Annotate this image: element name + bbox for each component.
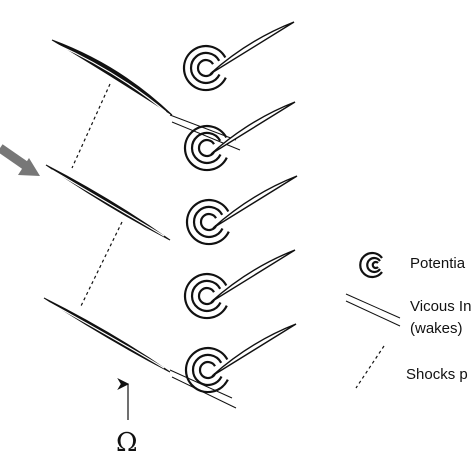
stator-airfoil [210, 101, 296, 155]
potential-ring [197, 138, 216, 158]
potential-ring [191, 353, 223, 387]
stator-blade-1 [182, 21, 295, 92]
rotor-blade-2 [45, 164, 171, 241]
potential-ring [198, 360, 217, 380]
potential-ring [182, 44, 227, 92]
stator-row [182, 21, 298, 394]
potential-interaction-icon [359, 251, 383, 279]
potential-ring [189, 51, 221, 85]
potential-ring [192, 205, 224, 239]
stator-blade-5 [184, 323, 297, 394]
potential-ring [196, 58, 215, 78]
shock-dashed-icon [355, 345, 385, 389]
stator-blade-2 [183, 101, 296, 172]
stator-blade-3 [185, 175, 298, 246]
rotation-symbol: Ω [116, 428, 138, 458]
rotor-blade-3 [43, 297, 171, 373]
stator-airfoil [212, 175, 298, 229]
potential-ring [185, 198, 230, 246]
potential-ring [199, 212, 218, 232]
viscous-wake-icon [345, 293, 401, 327]
stator-airfoil [211, 323, 297, 377]
potential-ring [183, 124, 228, 172]
stator-airfoil [210, 249, 296, 303]
stator-blade-4 [183, 249, 296, 320]
potential-ring [190, 131, 222, 165]
inflow-arrow-icon [0, 144, 40, 176]
legend-wakes-label: (wakes) [410, 320, 463, 337]
potential-ring [184, 346, 229, 394]
potential-ring [183, 272, 228, 320]
potential-ring [190, 279, 222, 313]
legend-viscous-label: Vicous In [410, 298, 472, 315]
stator-airfoil [209, 21, 295, 75]
legend-potential-label: Potentia [410, 255, 466, 272]
legend-shocks-label: Shocks p [406, 366, 468, 383]
potential-ring [197, 286, 216, 306]
rotor-blade-1 [51, 39, 173, 116]
shock-lines [71, 83, 123, 309]
